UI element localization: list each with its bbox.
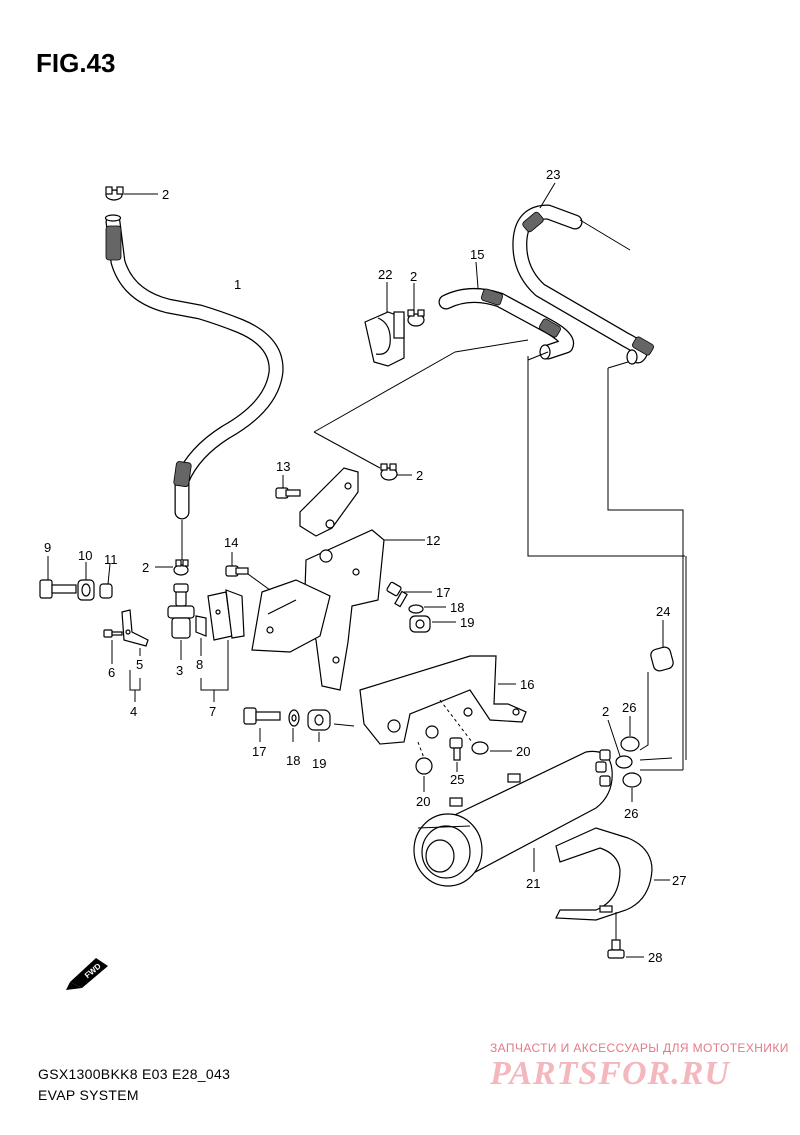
callout-c28: 28 (648, 950, 662, 965)
callout-c2e: 2 (602, 704, 609, 719)
washer-18-upper (408, 604, 424, 614)
callout-c1: 1 (234, 277, 241, 292)
bolt-13 (275, 487, 301, 499)
washer-18-lower (288, 709, 300, 727)
cap-20-right (471, 741, 489, 755)
cap-20-lower (415, 757, 433, 775)
figure-title: FIG.43 (36, 48, 116, 78)
clamp-26-upper (620, 736, 640, 752)
bolt-17-upper (386, 581, 408, 608)
cap-24 (650, 646, 674, 672)
callout-c20b: 20 (416, 794, 430, 809)
bracket-16 (359, 655, 527, 745)
hose-15 (438, 288, 575, 360)
callout-c8: 8 (196, 657, 203, 672)
hose-1 (104, 214, 284, 520)
bracket-8 (195, 615, 207, 637)
bolt-17-lower (243, 707, 281, 725)
bracket-7 (207, 589, 245, 641)
callout-c18a: 18 (450, 600, 464, 615)
callouts: 2 1 22 2 15 23 2 13 12 14 9 10 11 2 6 5 … (44, 167, 686, 965)
callout-c7: 7 (209, 704, 216, 719)
grommet-19-lower (307, 709, 331, 731)
callout-c14: 14 (224, 535, 238, 550)
hose-23 (512, 204, 654, 365)
canister-21 (413, 749, 613, 887)
callout-c15: 15 (470, 247, 484, 262)
watermark-tagline: ЗАПЧАСТИ И АКСЕССУАРЫ ДЛЯ МОТОТЕХНИКИ (490, 1041, 789, 1055)
valve-body (251, 579, 331, 653)
callout-c5: 5 (136, 657, 143, 672)
screw-6 (103, 629, 123, 638)
grommet-10 (77, 579, 95, 601)
callout-c12: 12 (426, 533, 440, 548)
callout-c2c: 2 (416, 468, 423, 483)
callout-c6: 6 (108, 665, 115, 680)
screw-28 (607, 939, 625, 959)
callout-c11: 11 (104, 552, 118, 567)
routing-lines (313, 219, 687, 771)
callout-c2b: 2 (410, 269, 417, 284)
callout-c16: 16 (520, 677, 534, 692)
clamp-26-lower (622, 772, 642, 788)
callout-c9: 9 (44, 540, 51, 555)
callout-c26a: 26 (622, 700, 636, 715)
callout-c21: 21 (526, 876, 540, 891)
clamp-2-top (105, 186, 124, 201)
valve-3 (167, 583, 195, 639)
screw-25 (449, 737, 463, 761)
model-code: GSX1300BKK8 E03 E28_043 (38, 1066, 231, 1082)
callout-c13: 13 (276, 459, 290, 474)
bolt-14 (225, 565, 249, 577)
callout-c3: 3 (176, 663, 183, 678)
callout-c25: 25 (450, 772, 464, 787)
callout-c10: 10 (78, 548, 92, 563)
callout-c23: 23 (546, 167, 560, 182)
bracket-5 (121, 609, 149, 647)
callout-c24: 24 (656, 604, 670, 619)
bolt-9 (39, 579, 77, 599)
callout-c17b: 17 (252, 744, 266, 759)
clamp-2-right (615, 755, 633, 769)
clamp-2-mid (173, 559, 189, 576)
callout-c26b: 26 (624, 806, 638, 821)
callout-c17a: 17 (436, 585, 450, 600)
watermark-logo: PARTSFOR.RU (490, 1055, 730, 1092)
callout-c20a: 20 (516, 744, 530, 759)
callout-c4: 4 (130, 704, 137, 719)
callout-c27: 27 (672, 873, 686, 888)
callout-c18b: 18 (286, 753, 300, 768)
callout-c2d: 2 (142, 560, 149, 575)
callout-c2a: 2 (162, 187, 169, 202)
callout-c19a: 19 (460, 615, 474, 630)
clamp-2-upper (407, 309, 425, 327)
bracket-12 (296, 467, 385, 691)
fwd-arrow-icon: FWD (66, 958, 108, 990)
collar-11 (99, 583, 113, 599)
callout-c19b: 19 (312, 756, 326, 771)
grommet-19-upper (409, 615, 431, 633)
bracket-27 (555, 827, 653, 921)
system-name: EVAP SYSTEM (38, 1087, 139, 1103)
clamp-2-center (380, 463, 398, 481)
holder-22 (364, 311, 405, 367)
callout-c22: 22 (378, 267, 392, 282)
